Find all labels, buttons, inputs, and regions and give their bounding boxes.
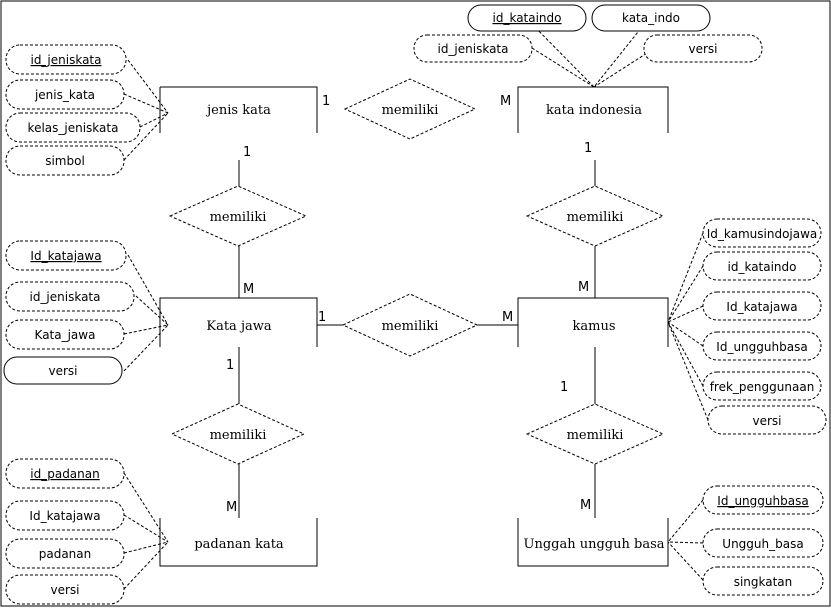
cardinality: 1 (243, 145, 251, 160)
attribute-label: versi (688, 42, 717, 56)
attribute-label: versi (50, 583, 79, 597)
attribute-label: simbol (45, 154, 85, 168)
cardinality-labels: 1 M 1 M 1 M 1 M 1 M 1 M (226, 94, 592, 515)
attribute-id-jeniskata[interactable]: id_jeniskata (5, 44, 127, 75)
entity-label-kata-jawa: Kata jawa (206, 319, 271, 334)
relationship-jawa-padanan[interactable]: memiliki (170, 403, 306, 465)
attribute-versi-padanan[interactable]: versi (5, 574, 125, 605)
relationship-label: memiliki (382, 103, 439, 118)
entity-kata-jawa[interactable]: Kata jawa (159, 297, 318, 347)
attribute-simbol[interactable]: simbol (5, 145, 125, 176)
relationship-kamus-unggah[interactable]: memiliki (525, 403, 665, 465)
attribute-label: id_padanan (30, 467, 99, 481)
attribute-id-jeniskata-jawa[interactable]: id_jeniskata (5, 281, 135, 312)
attribute-padanan[interactable]: padanan (5, 538, 125, 569)
attribute-label: Id_katajawa (30, 249, 101, 263)
cardinality: 1 (318, 310, 326, 325)
relationship-label: memiliki (382, 319, 439, 334)
relationship-jawa-kamus[interactable]: memiliki (341, 293, 479, 357)
attribute-label: Id_ungguhbasa (716, 340, 807, 354)
attributes-unggah-ungguh-basa: Id_ungguhbasa Ungguh_basa singkatan (702, 485, 824, 596)
attribute-label: versi (48, 364, 77, 378)
entity-kamus[interactable]: kamus (517, 297, 669, 347)
attribute-label: padanan (39, 547, 92, 561)
relationship-jenis-indonesia[interactable]: memiliki (343, 78, 477, 140)
relationship-lines (238, 160, 596, 518)
attribute-id-katajawa-padanan[interactable]: Id_katajawa (5, 500, 125, 531)
cardinality: M (243, 282, 254, 297)
attribute-ungguh-basa[interactable]: Ungguh_basa (702, 528, 824, 558)
cardinality: 1 (584, 141, 592, 156)
attribute-id-ungguhbasa-kamus[interactable]: Id_ungguhbasa (702, 331, 822, 361)
entity-kata-indonesia[interactable]: kata indonesia (517, 86, 669, 133)
relationship-label: memiliki (210, 428, 267, 443)
attribute-label: id_kataindo (493, 11, 562, 25)
attributes-kamus: Id_kamusindojawa id_kataindo Id_katajawa… (702, 218, 827, 435)
attribute-label: Id_katajawa (29, 509, 100, 523)
entity-jenis-kata[interactable]: jenis kata (159, 86, 318, 133)
cardinality: M (500, 94, 511, 109)
attribute-label: jenis_kata (34, 88, 95, 102)
attribute-label: id_jeniskata (437, 42, 508, 56)
entity-label-kata-indonesia: kata indonesia (546, 103, 642, 118)
cardinality: M (502, 310, 513, 325)
attribute-label: Kata_jawa (35, 328, 96, 342)
entity-label-padanan-kata: padanan kata (194, 537, 284, 552)
attribute-label: kata_indo (622, 11, 680, 25)
attribute-label: singkatan (734, 575, 793, 589)
attribute-kelas-jeniskata[interactable]: kelas_jeniskata (5, 112, 141, 143)
attribute-jenis-kata[interactable]: jenis_kata (5, 79, 125, 110)
relationship-jenis-jawa[interactable]: memiliki (168, 185, 308, 247)
cardinality: M (226, 500, 237, 515)
cardinality: M (578, 280, 589, 295)
attribute-label: Ungguh_basa (722, 537, 803, 551)
attribute-label: id_kataindo (728, 260, 797, 274)
entity-unggah-ungguh-basa[interactable]: Unggah ungguh basa (517, 518, 669, 567)
attribute-singkatan[interactable]: singkatan (702, 566, 824, 596)
attribute-frek-penggunaan[interactable]: frek_penggunaan (702, 371, 822, 401)
attribute-label: Id_kamusindojawa (707, 227, 818, 241)
attribute-id-ungguhbasa[interactable]: Id_ungguhbasa (702, 485, 824, 515)
attribute-id-padanan[interactable]: id_padanan (5, 458, 125, 489)
cardinality: 1 (226, 358, 234, 373)
attribute-id-jeniskata-fk[interactable]: id_jeniskata (413, 34, 533, 63)
attributes-padanan-kata: id_padanan Id_katajawa padanan versi (5, 458, 125, 605)
attribute-kata-indo[interactable]: kata_indo (591, 4, 711, 32)
attributes-kata-indonesia: id_kataindo kata_indo id_jeniskata versi (413, 4, 763, 63)
attribute-id-katajawa-kamus[interactable]: Id_katajawa (702, 291, 822, 321)
cardinality: 1 (322, 94, 330, 109)
attribute-id-katajawa[interactable]: Id_katajawa (5, 240, 127, 271)
relationship-indonesia-kamus[interactable]: memiliki (525, 185, 665, 247)
attribute-id-kataindo-kamus[interactable]: id_kataindo (702, 251, 822, 281)
attribute-id-kamusindojawa[interactable]: Id_kamusindojawa (702, 218, 822, 248)
entity-padanan-kata[interactable]: padanan kata (159, 518, 318, 567)
relationship-label: memiliki (567, 428, 624, 443)
attribute-label: id_jeniskata (30, 53, 101, 67)
attributes-kata-jawa: Id_katajawa id_jeniskata Kata_jawa versi (3, 240, 135, 385)
cardinality: M (580, 498, 591, 513)
attribute-versi-jawa[interactable]: versi (3, 356, 123, 385)
attribute-label: versi (752, 414, 781, 428)
attribute-label: Id_katajawa (726, 300, 797, 314)
entity-label-unggah-ungguh-basa: Unggah ungguh basa (524, 537, 665, 552)
relationship-label: memiliki (210, 210, 267, 225)
attribute-kata-jawa[interactable]: Kata_jawa (5, 319, 125, 350)
relationship-label: memiliki (567, 210, 624, 225)
attribute-versi-indo[interactable]: versi (643, 34, 763, 63)
attribute-versi-kamus[interactable]: versi (707, 405, 827, 435)
attributes-jenis-kata: id_jeniskata jenis_kata kelas_jeniskata … (5, 44, 141, 176)
cardinality: 1 (560, 380, 568, 395)
attribute-label: frek_penggunaan (710, 380, 815, 394)
attribute-label: kelas_jeniskata (28, 121, 119, 135)
attribute-id-kataindo[interactable]: id_kataindo (467, 4, 587, 32)
entity-label-kamus: kamus (573, 319, 616, 334)
attribute-label: Id_ungguhbasa (717, 494, 808, 508)
entity-label-jenis-kata: jenis kata (205, 103, 271, 118)
attribute-label: id_jeniskata (29, 290, 100, 304)
